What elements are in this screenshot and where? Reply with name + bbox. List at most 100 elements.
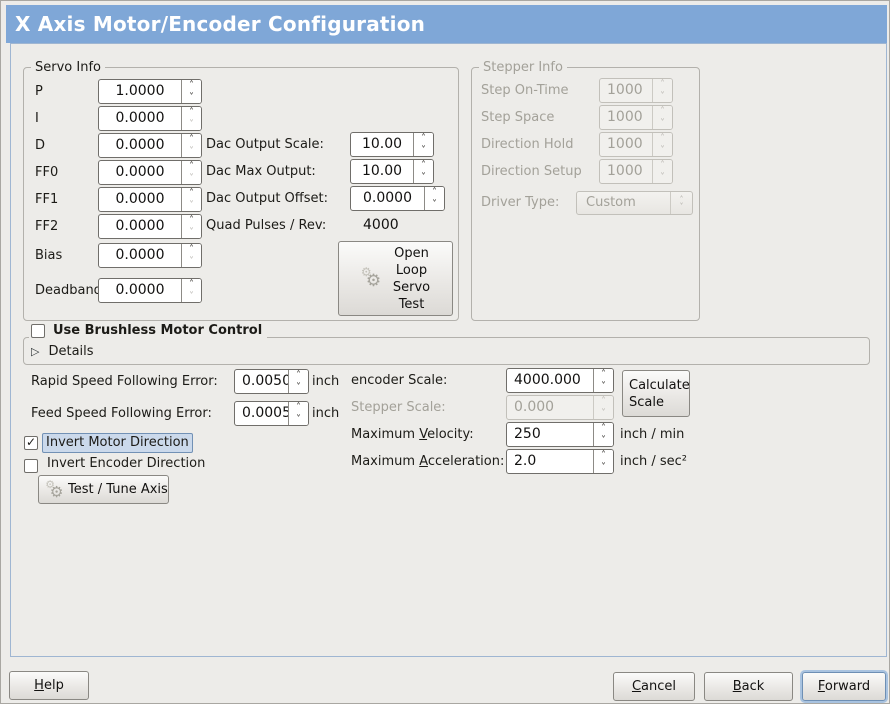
spin-down-icon[interactable]: ˅ bbox=[189, 199, 194, 211]
spin-value[interactable]: 0.0000 bbox=[115, 282, 165, 298]
spin-down-icon[interactable]: ˅ bbox=[189, 145, 194, 157]
details-expander[interactable]: ▷ Details bbox=[31, 344, 94, 359]
spin-value[interactable]: 0.0050 bbox=[242, 373, 288, 389]
spin-down-icon[interactable]: ˅ bbox=[189, 118, 194, 130]
spin-down-icon[interactable]: ˅ bbox=[296, 413, 301, 425]
spin-up-icon[interactable]: ˄ bbox=[432, 187, 437, 198]
spin-value[interactable]: 1.0000 bbox=[115, 83, 165, 99]
driver-type-combobox: Custom ˄˅ bbox=[576, 191, 693, 215]
dac-output-scale-spinbox[interactable]: 10.00 ˄˅ bbox=[350, 132, 434, 157]
spin-up-icon[interactable]: ˄ bbox=[296, 370, 301, 381]
use-brushless-checkbox[interactable] bbox=[31, 323, 45, 338]
spin-up-icon[interactable]: ˄ bbox=[189, 161, 194, 172]
invert-encoder-checkbox[interactable] bbox=[24, 459, 38, 473]
max-acceleration-spinbox[interactable]: 2.0 ˄˅ bbox=[506, 449, 614, 474]
spin-value: 1000 bbox=[607, 136, 643, 152]
spin-value[interactable]: 0.0000 bbox=[115, 164, 165, 180]
spin-down-icon[interactable]: ˅ bbox=[296, 381, 301, 393]
rapid-following-error-spinbox[interactable]: 0.0050 ˄˅ bbox=[234, 369, 309, 394]
spin-up-icon: ˄ bbox=[601, 396, 606, 407]
step-space-label: Step Space bbox=[481, 110, 555, 125]
direction-setup-label: Direction Setup bbox=[481, 164, 582, 179]
spin-up-icon[interactable]: ˄ bbox=[189, 107, 194, 118]
spin-value[interactable]: 0.0000 bbox=[115, 218, 165, 234]
spin-up-icon: ˄ bbox=[660, 106, 665, 117]
spin-buttons: ˄˅ bbox=[593, 396, 613, 419]
spin-up-icon[interactable]: ˄ bbox=[421, 133, 426, 144]
spin-down-icon[interactable]: ˅ bbox=[189, 172, 194, 184]
brushless-frame bbox=[23, 337, 870, 365]
spin-value[interactable]: 0.0005 bbox=[242, 405, 288, 421]
test-tune-axis-button[interactable]: ⚙⚙ Test / Tune Axis bbox=[38, 475, 169, 504]
servo-ff0-spinbox[interactable]: 0.0000 ˄˅ bbox=[98, 160, 202, 185]
spin-up-icon: ˄ bbox=[660, 160, 665, 171]
spin-up-icon[interactable]: ˄ bbox=[189, 134, 194, 145]
spin-down-icon[interactable]: ˅ bbox=[189, 290, 194, 302]
direction-setup-spinbox: 1000 ˄˅ bbox=[599, 159, 673, 184]
spin-value[interactable]: 0.0000 bbox=[115, 191, 165, 207]
feed-following-error-spinbox[interactable]: 0.0005 ˄˅ bbox=[234, 401, 309, 426]
spin-down-icon[interactable]: ˅ bbox=[189, 226, 194, 238]
driver-type-label: Driver Type: bbox=[481, 195, 560, 210]
open-loop-servo-test-button[interactable]: ⚙⚙ Open Loop Servo Test bbox=[338, 241, 453, 316]
encoder-scale-spinbox[interactable]: 4000.000 ˄˅ bbox=[506, 368, 614, 393]
back-button[interactable]: Back bbox=[704, 672, 793, 701]
servo-info-frame-label: Servo Info bbox=[31, 60, 105, 75]
spin-down-icon[interactable]: ˅ bbox=[421, 144, 426, 156]
spin-up-icon[interactable]: ˄ bbox=[189, 244, 194, 255]
spin-up-icon[interactable]: ˄ bbox=[601, 369, 606, 380]
servo-d-spinbox[interactable]: 0.0000 ˄˅ bbox=[98, 133, 202, 158]
invert-motor-label[interactable]: Invert Motor Direction bbox=[42, 433, 193, 453]
spin-value: 1000 bbox=[607, 163, 643, 179]
spin-down-icon[interactable]: ˅ bbox=[189, 91, 194, 103]
servo-ff1-spinbox[interactable]: 0.0000 ˄˅ bbox=[98, 187, 202, 212]
spin-buttons: ˄˅ bbox=[652, 79, 672, 102]
spin-value[interactable]: 10.00 bbox=[361, 136, 403, 152]
spin-up-icon[interactable]: ˄ bbox=[189, 279, 194, 290]
servo-bias-spinbox[interactable]: 0.0000 ˄˅ bbox=[98, 243, 202, 268]
spin-down-icon[interactable]: ˅ bbox=[421, 171, 426, 183]
spin-up-icon[interactable]: ˄ bbox=[421, 160, 426, 171]
back-button-label: Back bbox=[732, 679, 765, 694]
servo-d-label: D bbox=[35, 138, 46, 153]
spin-buttons: ˄˅ bbox=[593, 369, 613, 392]
spin-value[interactable]: 2.0 bbox=[514, 453, 537, 469]
spin-value[interactable]: 250 bbox=[514, 426, 541, 442]
spin-down-icon[interactable]: ˅ bbox=[601, 461, 606, 473]
gears-icon: ⚙⚙ bbox=[360, 264, 382, 291]
spin-down-icon[interactable]: ˅ bbox=[601, 380, 606, 392]
help-button[interactable]: Help bbox=[9, 671, 89, 700]
max-velocity-spinbox[interactable]: 250 ˄˅ bbox=[506, 422, 614, 447]
spin-up-icon[interactable]: ˄ bbox=[601, 423, 606, 434]
spin-down-icon[interactable]: ˅ bbox=[601, 434, 606, 446]
spin-up-icon[interactable]: ˄ bbox=[296, 402, 301, 413]
spin-value[interactable]: 10.00 bbox=[361, 163, 403, 179]
spin-up-icon[interactable]: ˄ bbox=[601, 450, 606, 461]
spin-up-icon[interactable]: ˄ bbox=[189, 188, 194, 199]
spin-value[interactable]: 0.0000 bbox=[363, 190, 412, 206]
spin-up-icon[interactable]: ˄ bbox=[189, 80, 194, 91]
help-button-label: Help bbox=[34, 678, 64, 693]
spin-down-icon[interactable]: ˅ bbox=[189, 255, 194, 267]
servo-bias-label: Bias bbox=[35, 248, 63, 263]
servo-deadband-spinbox[interactable]: 0.0000 ˄˅ bbox=[98, 278, 202, 303]
step-on-time-label: Step On-Time bbox=[481, 83, 569, 98]
spin-buttons: ˄˅ bbox=[288, 370, 308, 393]
servo-ff2-spinbox[interactable]: 0.0000 ˄˅ bbox=[98, 214, 202, 239]
forward-button[interactable]: Forward bbox=[802, 672, 886, 701]
spin-value[interactable]: 4000.000 bbox=[514, 372, 581, 388]
servo-i-spinbox[interactable]: 0.0000 ˄˅ bbox=[98, 106, 202, 131]
dac-max-output-spinbox[interactable]: 10.00 ˄˅ bbox=[350, 159, 434, 184]
calculate-scale-button[interactable]: Calculate Scale bbox=[622, 370, 690, 417]
cancel-button[interactable]: Cancel bbox=[613, 672, 695, 701]
invert-encoder-label[interactable]: Invert Encoder Direction bbox=[47, 456, 206, 471]
spin-down-icon[interactable]: ˅ bbox=[432, 198, 437, 210]
dac-output-offset-spinbox[interactable]: 0.0000 ˄˅ bbox=[350, 186, 445, 211]
expander-triangle-icon: ▷ bbox=[31, 345, 40, 358]
invert-motor-checkbox[interactable]: ✓ bbox=[24, 436, 38, 450]
spin-value[interactable]: 0.0000 bbox=[115, 137, 165, 153]
servo-p-spinbox[interactable]: 1.0000 ˄˅ bbox=[98, 79, 202, 104]
spin-value[interactable]: 0.0000 bbox=[115, 110, 165, 126]
spin-value[interactable]: 0.0000 bbox=[115, 247, 165, 263]
spin-up-icon[interactable]: ˄ bbox=[189, 215, 194, 226]
